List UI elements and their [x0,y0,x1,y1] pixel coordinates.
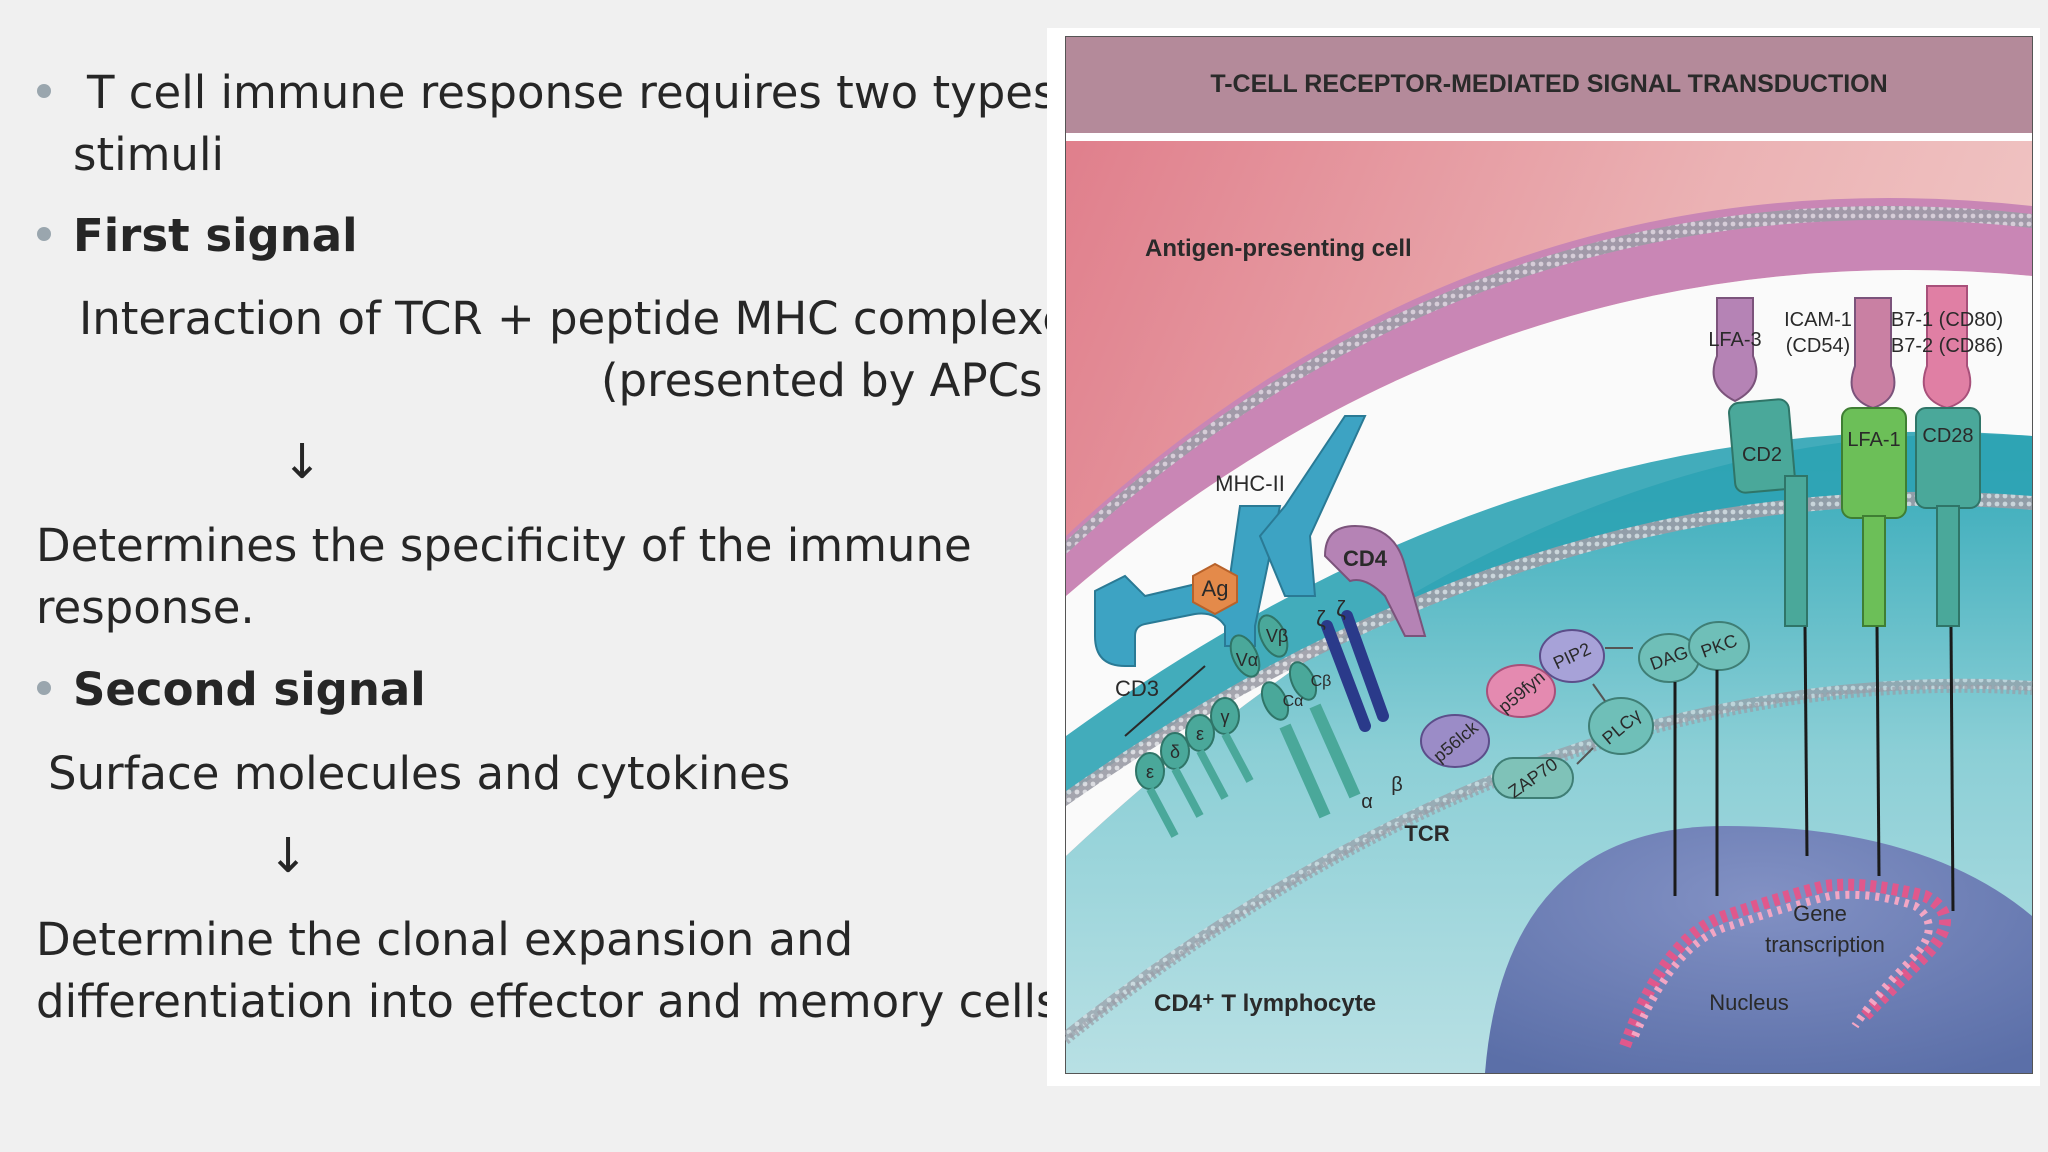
icam1-label: ICAM-1 [1784,309,1852,331]
first-signal-desc-line-2: (presented by APCs ) [601,354,1075,407]
first-signal-result-line-1: Determines the specificity of the immune [36,519,972,572]
costimulatory-molecules [1712,285,1981,627]
b72-label: B7-2 (CD86) [1891,335,2003,357]
signaling-cascade [1420,621,1955,912]
cd2-label: CD2 [1742,444,1782,466]
down-arrow-1: ↓ [282,434,323,490]
beta-label: β [1391,774,1403,796]
zeta-label-2: ζ [1336,596,1346,621]
c-beta-label: Cβ [1311,673,1332,690]
second-signal-heading: Second signal [73,663,426,716]
cd4-molecule [1323,524,1427,637]
c-alpha-label: Cα [1283,693,1304,710]
epsilon-label-1: ε [1146,762,1154,782]
zeta-label-1: ζ [1316,606,1326,631]
apc-label: Antigen-presenting cell [1145,235,1412,262]
lfa3-label: LFA-3 [1708,329,1761,351]
second-signal-result-line-1: Determine the clonal expansion and [36,913,854,966]
antigen [1192,562,1238,616]
bullet-1-line-1: T cell immune response requires two type… [87,66,1115,119]
alpha-label: α [1361,791,1373,813]
gamma-label: γ [1221,707,1230,727]
cd3-label: CD3 [1115,676,1159,701]
bullet-1-line-2: stimuli [73,128,224,181]
first-signal-heading: First signal [73,209,358,262]
lfa1-label: LFA-1 [1847,429,1900,451]
mhc2-label: MHC-II [1215,471,1285,496]
bullet-dot [37,681,51,695]
figure-title: T-CELL RECEPTOR-MEDIATED SIGNAL TRANSDUC… [1210,70,1887,98]
cd54-label: (CD54) [1786,335,1850,357]
second-signal-desc: Surface molecules and cytokines [48,747,791,800]
delta-label: δ [1170,742,1180,762]
tcell-membrane [1066,491,2032,806]
tcr-label: TCR [1404,821,1449,846]
dna-helix [1619,878,1951,1049]
tcr-signal-diagram: T-CELL RECEPTOR-MEDIATED SIGNAL TRANSDUC… [1047,28,2040,1086]
gene-label-line-1: Gene [1793,901,1847,926]
ag-label: Ag [1202,576,1229,601]
epsilon-label-2: ε [1196,724,1204,744]
bullet-dot [37,84,51,98]
diagram-svg: T-CELL RECEPTOR-MEDIATED SIGNAL TRANSDUC… [1065,36,2033,1074]
figure-title-bar [1066,37,2032,133]
cd3-complex [1124,665,1254,838]
second-signal-result-line-2: differentiation into effector and memory… [36,975,1074,1028]
first-signal-desc-line-1: Interaction of TCR + peptide MHC complex… [79,292,1094,345]
cd4-label: CD4 [1343,546,1388,571]
tcr-complex [1229,610,1389,819]
tcell-label: CD4⁺ T lymphocyte [1154,990,1376,1017]
cd28-label: CD28 [1922,425,1973,447]
bullet-dot [37,227,51,241]
v-alpha-label: Vα [1236,650,1258,670]
gene-label-line-2: transcription [1765,932,1885,957]
down-arrow-2: ↓ [268,828,309,884]
nucleus-label: Nucleus [1709,990,1788,1015]
v-beta-label: Vβ [1266,626,1288,646]
text-column: T cell immune response requires two type… [36,66,1114,1028]
first-signal-result-line-2: response. [36,581,255,634]
b71-label: B7-1 (CD80) [1891,309,2003,331]
